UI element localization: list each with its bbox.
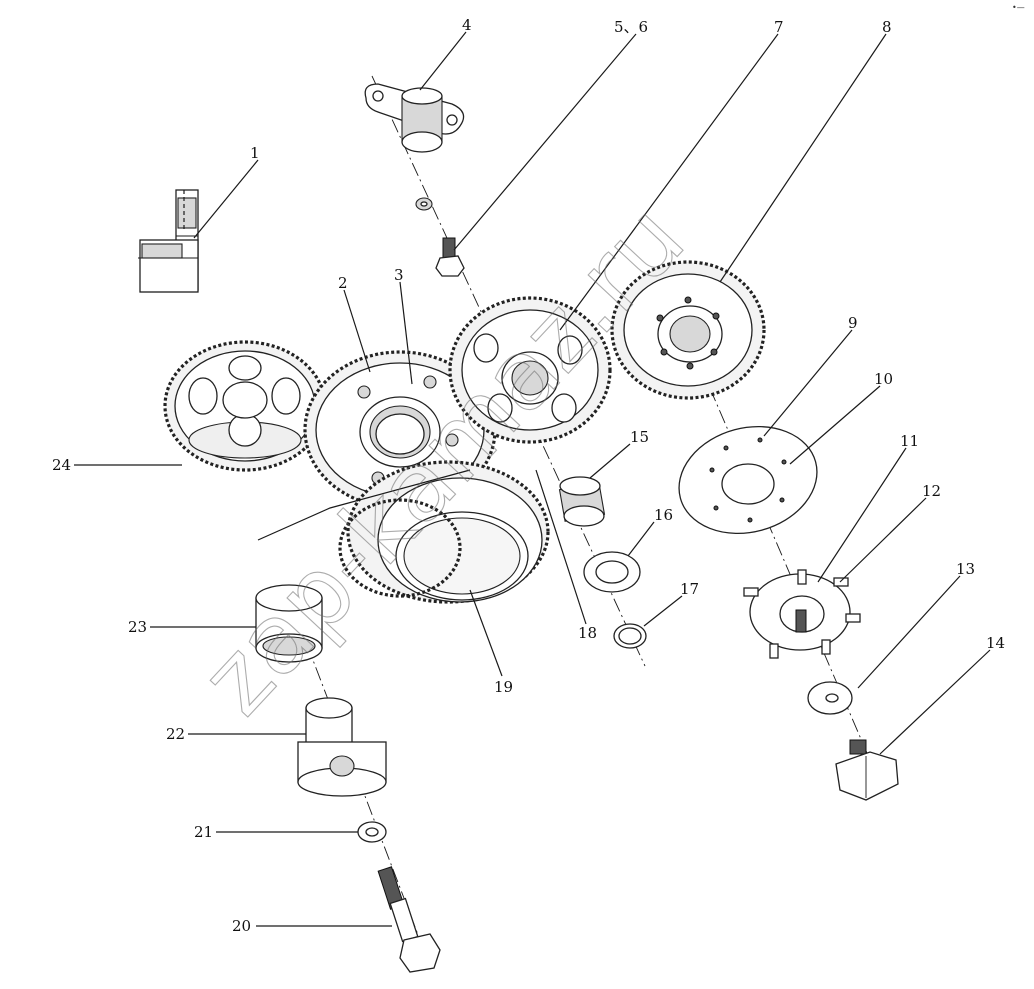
callout-labels: 1 2 3 4 5、6 7 8 9 10 11 12 13 14 15 16 1…	[52, 16, 1005, 935]
callout-18: 18	[578, 624, 597, 642]
part-7-gear	[448, 296, 612, 444]
part-21-washer	[357, 821, 387, 843]
callout-20: 20	[232, 917, 251, 935]
part-19-ring-gear	[338, 460, 550, 604]
part-23-bushing	[255, 584, 323, 663]
part-22-spacer	[297, 697, 387, 797]
part-9-plate	[678, 425, 818, 535]
part-24-gear	[163, 340, 327, 472]
callout-2: 2	[338, 274, 348, 292]
callout-10: 10	[874, 370, 893, 388]
callout-13: 13	[956, 560, 975, 578]
callout-5-6: 5、6	[614, 18, 648, 36]
part-8-gear	[610, 260, 766, 400]
callout-22: 22	[166, 725, 185, 743]
part-4-flange-bushing	[364, 83, 465, 153]
callout-19: 19	[494, 678, 513, 696]
part-15-bushing	[558, 476, 606, 527]
part-13-washer	[807, 681, 853, 715]
callout-4: 4	[462, 16, 472, 34]
callout-23: 23	[128, 618, 147, 636]
part-1-section-detail	[138, 189, 199, 293]
callout-11: 11	[900, 432, 919, 450]
callout-16: 16	[654, 506, 673, 524]
corner-mark: •—	[1012, 3, 1025, 12]
part-5-6-washer-bolt	[415, 197, 465, 277]
callout-8: 8	[882, 18, 892, 36]
leader-lines	[74, 31, 991, 927]
part-16-washer	[583, 551, 641, 593]
part-20-long-bolt	[377, 866, 441, 973]
callout-12: 12	[922, 482, 941, 500]
part-11-12-lock-plate	[743, 569, 861, 659]
callout-24: 24	[52, 456, 71, 474]
part-14-hex-bolt	[835, 739, 899, 801]
part-17-snap-ring	[613, 623, 647, 649]
callout-7: 7	[774, 18, 784, 36]
callout-1: 1	[250, 144, 260, 162]
callout-3: 3	[394, 266, 404, 284]
callout-17: 17	[680, 580, 699, 598]
callout-9: 9	[848, 314, 858, 332]
callout-15: 15	[630, 428, 649, 446]
callout-21: 21	[194, 823, 213, 841]
callout-14: 14	[986, 634, 1005, 652]
